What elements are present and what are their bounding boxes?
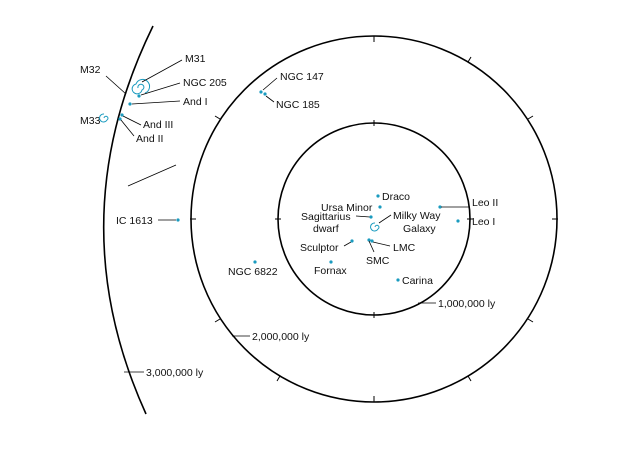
ursa-minor-dot [378, 205, 382, 209]
outer-arc [102, 25, 154, 415]
ngc185-leader [265, 95, 275, 103]
ngc205-label: NGC 205 [183, 77, 227, 89]
sagittarius-leader [355, 215, 371, 218]
milky-way-label-line2: Galaxy [403, 223, 436, 235]
sculptor-label: Sculptor [300, 242, 339, 254]
and3-leader [122, 115, 142, 126]
ngc6822-label: NGC 6822 [228, 266, 278, 278]
ngc205-leader [140, 82, 181, 96]
and1-dot [128, 102, 132, 106]
carina-label: Carina [402, 275, 433, 287]
inner-distance-label: 1,000,000 ly [438, 298, 496, 310]
m33-label: M33 [80, 115, 101, 127]
ngc185-dot [263, 92, 267, 96]
m32-label: M32 [80, 64, 101, 76]
middle-distance-label: 2,000,000 ly [252, 331, 310, 343]
m31-label: M31 [185, 53, 206, 65]
fornax-label: Fornax [314, 265, 347, 277]
and2-dot [118, 117, 122, 121]
fornax-dot [329, 260, 333, 264]
lmc-label: LMC [393, 242, 416, 254]
middle-ring [190, 35, 558, 403]
and1-leader [131, 100, 181, 105]
milky-way-label-line1: Milky Way [393, 210, 441, 222]
ngc147-label: NGC 147 [280, 71, 324, 83]
m32-leader [105, 75, 127, 95]
inner-ring-ticks [275, 120, 473, 318]
milky-way-spiral-icon [370, 222, 380, 232]
and2-label: And II [136, 133, 163, 145]
draco-dot [376, 194, 380, 198]
lmc-dot [370, 239, 374, 243]
ngc205-dot [137, 94, 141, 98]
sagittarius-label-line2: dwarf [313, 223, 339, 235]
carina-dot [396, 278, 400, 282]
draco-label: Draco [382, 191, 410, 203]
and2-leader [120, 119, 135, 137]
smc-label: SMC [366, 255, 390, 267]
smc-leader [368, 240, 375, 253]
middle-ring-ticks [190, 36, 558, 402]
ngc147-dot [259, 90, 263, 94]
milky-way-leader [378, 214, 392, 224]
sculptor-dot [350, 239, 354, 243]
ic1613-label: IC 1613 [116, 215, 153, 227]
m31-spiral-icon [131, 78, 151, 95]
sagittarius-label-line1: Sagittarius [301, 211, 351, 223]
stray-line [127, 164, 177, 187]
ursa-minor-label: Ursa Minor [321, 202, 373, 214]
leo1-label: Leo I [472, 216, 495, 228]
sagittarius-dot [369, 215, 373, 219]
ngc147-leader [262, 77, 278, 91]
and3-dot [120, 113, 124, 117]
leo2-dot [438, 205, 442, 209]
ic1613-dot [176, 218, 180, 222]
ngc185-label: NGC 185 [276, 99, 320, 111]
and1-label: And I [183, 96, 208, 108]
leo1-dot [456, 219, 460, 223]
ngc6822-dot [253, 260, 257, 264]
outer-distance-label: 3,000,000 ly [146, 367, 204, 379]
sculptor-leader [343, 241, 352, 247]
lmc-leader [372, 241, 391, 247]
m33-spiral-icon [99, 113, 109, 123]
leo2-label: Leo II [472, 197, 498, 209]
and3-label: And III [143, 119, 173, 131]
smc-dot [367, 238, 371, 242]
m31-leader [141, 59, 183, 83]
